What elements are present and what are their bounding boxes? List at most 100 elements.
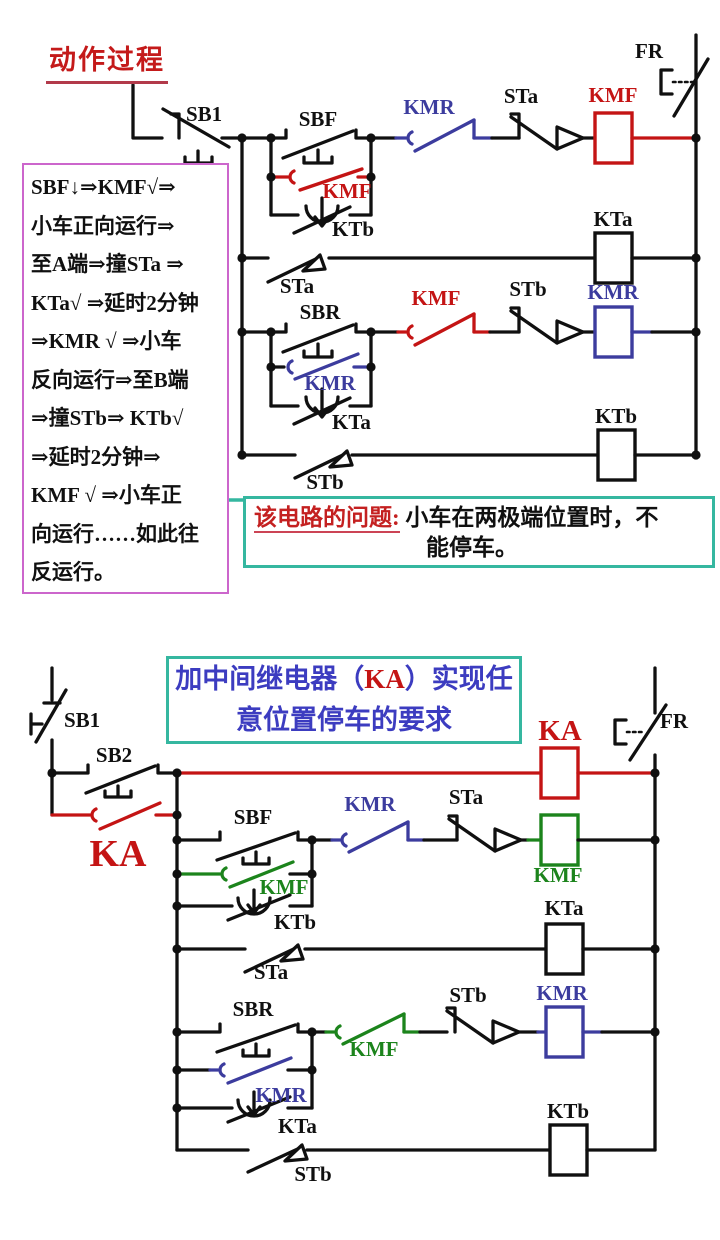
problem-text-2: 能停车。 xyxy=(426,535,518,560)
ka-coil-label: KA xyxy=(538,715,582,747)
kta-timed-label: KTa xyxy=(332,410,371,434)
kmf-coil-label: KMF xyxy=(589,83,638,107)
problem-line-1: 该电路的问题: 小车在两极端位置时，不 xyxy=(254,503,704,533)
sta-nc-label: STa xyxy=(449,785,484,809)
sbf-label: SBF xyxy=(299,107,338,131)
stb-no-limit-switch-symbol xyxy=(175,1143,552,1174)
process-line: ⇒KMR √ ⇒小车 xyxy=(31,329,182,353)
bottom-title-part1: 加中间继电器（ xyxy=(175,664,365,694)
kmf-coil xyxy=(593,111,634,165)
kmr-coil-label: KMR xyxy=(536,981,588,1005)
sta-no-limit-switch-symbol xyxy=(175,943,548,974)
process-description-box: SBF↓⇒KMF√⇒ 小车正向运行⇒ 至A端⇒撞STa ⇒ KTa√ ⇒延时2分… xyxy=(22,163,229,594)
kmr-interlock-nc-contact-symbol xyxy=(394,118,494,153)
fr-label: FR xyxy=(635,39,664,63)
kmr-coil-label: KMR xyxy=(587,280,639,304)
sbr-start-button-symbol xyxy=(240,322,373,359)
kta-timed-contact-symbol xyxy=(269,387,373,426)
stb-nc-label: STb xyxy=(449,983,486,1007)
kmr-hold-label: KMR xyxy=(304,371,356,395)
kta-coil xyxy=(544,922,585,976)
ktb-coil-label: KTb xyxy=(595,404,637,428)
sb2-label: SB2 xyxy=(96,743,132,767)
problem-note-box: 该电路的问题: 小车在两极端位置时，不 能停车。 xyxy=(243,496,715,568)
sbr-label: SBR xyxy=(233,997,275,1021)
kmf-hold-label: KMF xyxy=(260,875,309,899)
sb1-label: SB1 xyxy=(64,708,100,732)
kmr-nc-label: KMR xyxy=(403,95,455,119)
bottom-title-line-2: 意位置停车的要求 xyxy=(236,705,452,735)
problem-label: 该电路的问题: xyxy=(254,505,400,533)
sta-nc-limit-switch-symbol xyxy=(447,814,530,853)
kta-coil-label: KTa xyxy=(594,207,633,231)
kmf-interlock-nc-contact-symbol xyxy=(324,1012,422,1046)
stb-no-limit-switch-symbol xyxy=(240,449,600,480)
ktb-coil xyxy=(548,1123,589,1177)
kta-coil xyxy=(593,231,634,285)
bottom-circuit: SB1 SB2 KA KA FR SBF KMR STa KMF KMF KTb… xyxy=(29,666,689,1186)
kta-timed-label: KTa xyxy=(278,1114,317,1138)
kmr-hold-label: KMR xyxy=(255,1083,307,1107)
sb1-label: SB1 xyxy=(186,102,222,126)
process-line: 至A端⇒撞STa ⇒ xyxy=(31,252,184,276)
sb2-start-button-symbol xyxy=(50,763,179,799)
ktb-timed-contact-symbol xyxy=(175,888,314,922)
kmr-coil xyxy=(544,1005,585,1059)
sbf-label: SBF xyxy=(234,805,273,829)
sta-nc-limit-switch-symbol xyxy=(509,112,597,151)
sbf-start-button-symbol xyxy=(240,128,373,165)
stb-nc-limit-switch-symbol xyxy=(509,306,597,345)
fr-overload-contact-symbol xyxy=(659,57,710,118)
kmf-nc-label: KMF xyxy=(350,1037,399,1061)
stb-no-label: STb xyxy=(306,470,343,494)
kmr-coil xyxy=(593,305,634,359)
sbr-label: SBR xyxy=(300,300,342,324)
ka-coil xyxy=(539,746,580,800)
stb-nc-limit-switch-symbol xyxy=(445,1006,540,1045)
ka-holding-contact-symbol xyxy=(50,801,179,831)
process-line: 小车正向运行⇒ xyxy=(31,213,175,238)
bottom-title-part2: ）实现任 xyxy=(404,664,513,694)
ka-contact-label: KA xyxy=(90,833,148,875)
kmf-coil-label: KMF xyxy=(534,863,583,887)
sta-no-label: STa xyxy=(254,960,289,984)
kta-timed-contact-symbol xyxy=(175,1090,314,1124)
kmr-nc-label: KMR xyxy=(344,792,396,816)
fr-overload-contact-symbol xyxy=(613,666,668,1152)
sb1-stop-button-symbol xyxy=(29,666,68,775)
kmf-nc-label: KMF xyxy=(412,286,461,310)
stb-nc-label: STb xyxy=(509,277,546,301)
fr-label: FR xyxy=(660,709,689,733)
kmf-hold-label: KMF xyxy=(323,179,372,203)
kmf-coil xyxy=(539,813,580,867)
kmr-holding-contact-symbol xyxy=(175,1056,314,1085)
process-line: 向运行……如此往 xyxy=(31,521,199,546)
kmr-interlock-nc-contact-symbol xyxy=(330,820,426,854)
process-line: 反向运行⇒至B端 xyxy=(31,367,189,392)
process-line: ⇒延时2分钟⇒ xyxy=(31,444,161,469)
process-line: 反运行。 xyxy=(31,560,115,584)
process-line: KMF √ ⇒小车正 xyxy=(31,483,182,507)
ktb-timed-label: KTb xyxy=(274,910,316,934)
bottom-junction-dots xyxy=(47,768,660,1113)
page-title: 动作过程 xyxy=(46,38,168,84)
bottom-title-line-1: 加中间继电器（KA）实现任 xyxy=(169,659,519,700)
top-junction-dots xyxy=(237,133,701,460)
sta-nc-label: STa xyxy=(504,84,539,108)
kmf-interlock-nc-contact-symbol xyxy=(396,312,492,347)
process-line: ⇒撞STb⇒ KTb√ xyxy=(31,406,184,430)
ktb-coil-label: KTb xyxy=(547,1099,589,1123)
ktb-timed-contact-symbol xyxy=(269,196,373,235)
kta-coil-label: KTa xyxy=(545,896,584,920)
sbr-start-button-symbol xyxy=(175,1022,314,1058)
sta-no-label: STa xyxy=(280,274,315,298)
bottom-title-box: 加中间继电器（KA）实现任 意位置停车的要求 xyxy=(166,656,522,744)
ktb-coil xyxy=(596,428,637,482)
bottom-title-ka: KA xyxy=(364,664,405,694)
process-line: KTa√ ⇒延时2分钟 xyxy=(31,290,199,315)
ktb-timed-label: KTb xyxy=(332,217,374,241)
top-circuit: SB1 SBF KMF KTb KMR STa KMF FR STa KTa S… xyxy=(131,33,710,502)
sbf-start-button-symbol xyxy=(175,830,314,866)
